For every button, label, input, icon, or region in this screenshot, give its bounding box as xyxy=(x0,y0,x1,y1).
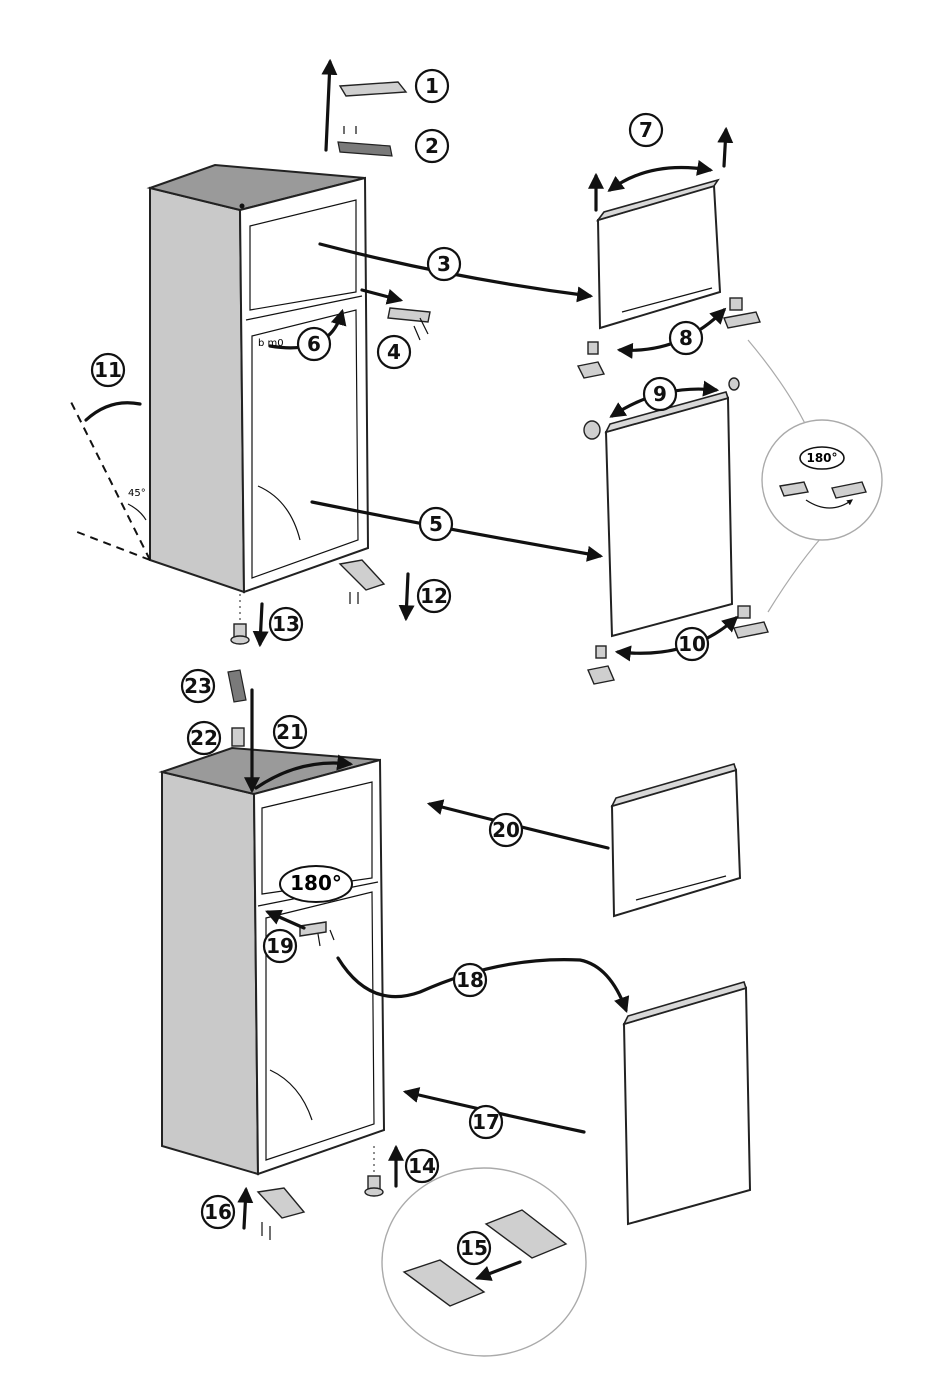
step-22-marker: 22 xyxy=(188,722,220,754)
rotation-label-top: 180° xyxy=(806,451,837,465)
lower-hinge-part-b xyxy=(734,606,768,638)
svg-text:11: 11 xyxy=(94,358,122,382)
svg-text:19: 19 xyxy=(266,934,294,958)
step-15-marker: 15 xyxy=(458,1232,490,1264)
top-hinge-cover-part xyxy=(338,126,392,156)
fridge-door-bottom xyxy=(624,982,750,1224)
step-16-marker: 16 xyxy=(202,1196,234,1228)
adjustable-foot-part xyxy=(231,594,249,644)
svg-text:14: 14 xyxy=(408,1154,436,1178)
step-21-marker: 21 xyxy=(274,716,306,748)
svg-text:6: 6 xyxy=(307,332,321,356)
hinge-swap-detail xyxy=(382,1168,586,1356)
step-11-marker: 11 xyxy=(92,354,124,386)
step-2-marker: 2 xyxy=(416,130,448,162)
freezer-door-top xyxy=(598,180,720,328)
svg-text:21: 21 xyxy=(276,720,304,744)
svg-text:4: 4 xyxy=(387,340,401,364)
fridge-top-diagram xyxy=(150,165,368,592)
step-19-marker: 19 xyxy=(264,930,296,962)
step-10-marker: 10 xyxy=(676,628,708,660)
svg-text:16: 16 xyxy=(204,1200,232,1224)
step-4-marker: 4 xyxy=(378,336,410,368)
svg-text:13: 13 xyxy=(272,612,300,636)
svg-text:20: 20 xyxy=(492,818,520,842)
svg-text:1: 1 xyxy=(425,74,439,98)
svg-text:22: 22 xyxy=(190,726,218,750)
svg-text:3: 3 xyxy=(437,252,451,276)
step-23-marker: 23 xyxy=(182,670,214,702)
svg-text:2: 2 xyxy=(425,134,439,158)
step-5-marker: 5 xyxy=(420,508,452,540)
svg-text:17: 17 xyxy=(472,1110,500,1134)
angle-label: 45° xyxy=(128,488,146,499)
fridge-door-top xyxy=(606,392,732,636)
tilt-indicator: 45° xyxy=(70,400,150,560)
hinge-pin-part-a xyxy=(578,342,604,378)
step-8-marker: 8 xyxy=(670,322,702,354)
svg-text:23: 23 xyxy=(184,674,212,698)
step-7-marker: 7 xyxy=(630,114,662,146)
svg-text:18: 18 xyxy=(456,968,484,992)
hinge-pin-tool xyxy=(228,670,246,746)
step-3-marker: 3 xyxy=(428,248,460,280)
svg-text:7: 7 xyxy=(639,118,653,142)
svg-text:9: 9 xyxy=(653,382,667,406)
adjustable-foot-refit xyxy=(365,1146,383,1196)
step-13-marker: 13 xyxy=(270,608,302,640)
hinge-pin-part-b xyxy=(724,298,760,328)
svg-text:10: 10 xyxy=(678,632,706,656)
svg-text:15: 15 xyxy=(460,1236,488,1260)
step-1-marker: 1 xyxy=(416,70,448,102)
rotation-detail-bubble: 180° xyxy=(748,340,882,612)
bottom-hinge-part xyxy=(340,560,384,604)
step-9-marker: 9 xyxy=(644,378,676,410)
step-6-marker: 6 xyxy=(298,328,330,360)
svg-text:8: 8 xyxy=(679,326,693,350)
top-cover-part xyxy=(340,82,406,96)
svg-text:5: 5 xyxy=(429,512,443,536)
step-17-marker: 17 xyxy=(470,1106,502,1138)
step-18-marker: 18 xyxy=(454,964,486,996)
rotation-label-bottom: 180° xyxy=(290,871,342,895)
lower-hinge-part-a xyxy=(588,646,614,684)
step-20-marker: 20 xyxy=(490,814,522,846)
bottom-hinge-refit xyxy=(258,1188,304,1240)
svg-text:b m0: b m0 xyxy=(258,338,284,349)
freezer-door-bottom xyxy=(612,764,740,916)
step-12-marker: 12 xyxy=(418,580,450,612)
step-14-marker: 14 xyxy=(406,1150,438,1182)
svg-text:12: 12 xyxy=(420,584,448,608)
